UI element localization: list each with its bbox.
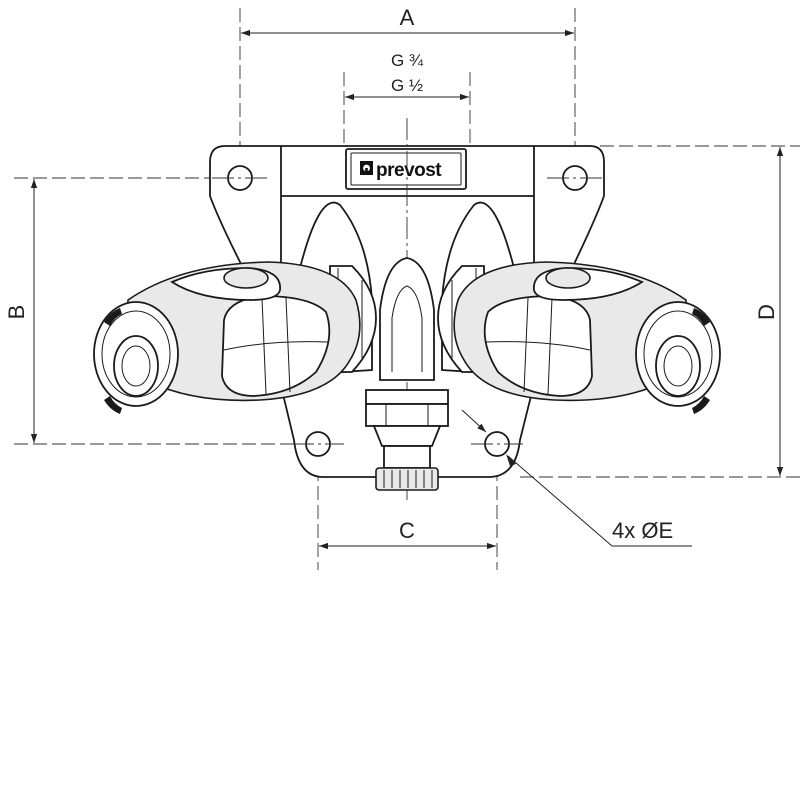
coupling-left-bore xyxy=(113,335,159,397)
valve-nut-top xyxy=(365,389,449,405)
brand-plate-inner xyxy=(350,152,462,186)
coupling-right-bore xyxy=(655,335,701,397)
dimension-c-label: C xyxy=(399,518,415,543)
brand-plate xyxy=(345,148,467,190)
hole-callout-label: 4x ØE xyxy=(612,518,673,543)
coupling-right xyxy=(437,261,721,414)
dimension-a-label: A xyxy=(400,5,415,30)
thread-outer-label: G ¾ xyxy=(391,51,424,70)
valve-taper xyxy=(372,425,442,447)
knob-knurling xyxy=(383,470,433,488)
mounting-holes xyxy=(212,165,603,457)
hole-callout-leader xyxy=(507,455,613,547)
dimension-b-label: B xyxy=(4,305,29,320)
coupling-left xyxy=(93,261,377,414)
valve-body xyxy=(379,257,435,381)
dimension-d-label: D xyxy=(754,304,779,320)
valve-knob xyxy=(375,467,439,491)
hole-callout: 4x ØE xyxy=(461,409,692,547)
brand-name: prevost xyxy=(376,160,442,181)
coupling-right-button-cap xyxy=(545,267,591,289)
dimension-d: D xyxy=(520,145,800,478)
thread-inner-label: G ½ xyxy=(391,76,423,95)
valve-stem xyxy=(383,445,431,469)
dimension-b: B xyxy=(4,177,340,445)
valve-hex-nut xyxy=(365,403,449,427)
coupling-left-button-cap xyxy=(223,267,269,289)
central-valve xyxy=(365,257,449,491)
hole-callout-arrow-in xyxy=(461,409,487,433)
prevost-logo-icon xyxy=(360,161,373,175)
